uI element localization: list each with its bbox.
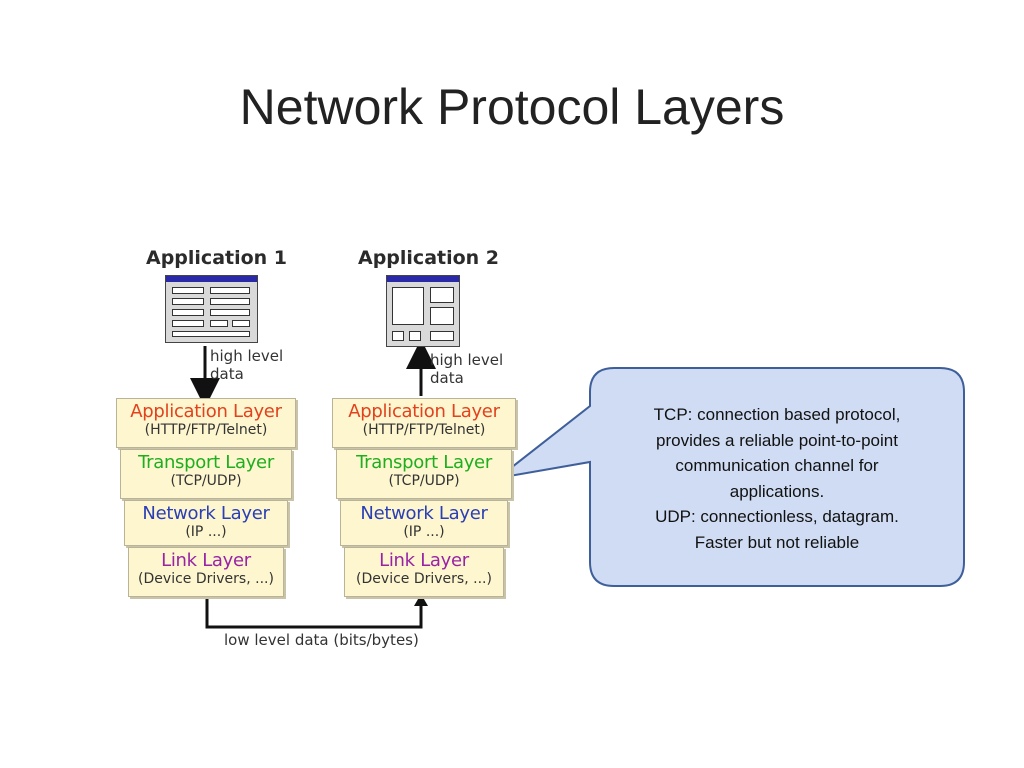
callout-line: Faster but not reliable (694, 532, 860, 552)
callout-line: TCP: connection based protocol, (653, 405, 901, 424)
app1-label: Application 1 (146, 247, 288, 269)
callout-line: UDP: connectionless, datagram. (655, 507, 899, 526)
bottom-link-line (205, 598, 423, 629)
right-application-layer: Application Layer (HTTP/FTP/Telnet) (332, 398, 516, 448)
callout-line: communication channel for (675, 456, 879, 475)
app1-window-icon (165, 275, 258, 343)
left-link-layer: Link Layer (Device Drivers, ...) (128, 547, 284, 597)
right-transport-layer: Transport Layer (TCP/UDP) (336, 449, 512, 499)
app2-label: Application 2 (358, 247, 500, 269)
callout-line: provides a reliable point-to-point (656, 430, 898, 450)
slide-title: Network Protocol Layers (239, 79, 785, 135)
callout-text: TCP: connection based protocol, provides… (608, 402, 946, 555)
bottom-link-arrowhead (414, 594, 428, 606)
callout-bubble (497, 367, 965, 587)
left-network-layer: Network Layer (IP ...) (124, 500, 288, 546)
right-network-layer: Network Layer (IP ...) (340, 500, 508, 546)
left-transport-layer: Transport Layer (TCP/UDP) (120, 449, 292, 499)
right-link-layer: Link Layer (Device Drivers, ...) (344, 547, 504, 597)
app2-note: high level data (430, 351, 504, 387)
left-application-layer: Application Layer (HTTP/FTP/Telnet) (116, 398, 296, 448)
app2-window-icon (386, 275, 460, 347)
app1-note: high level data (210, 347, 284, 383)
callout-line: applications. (729, 481, 825, 501)
low-level-data-note: low level data (bits/bytes) (224, 631, 419, 649)
